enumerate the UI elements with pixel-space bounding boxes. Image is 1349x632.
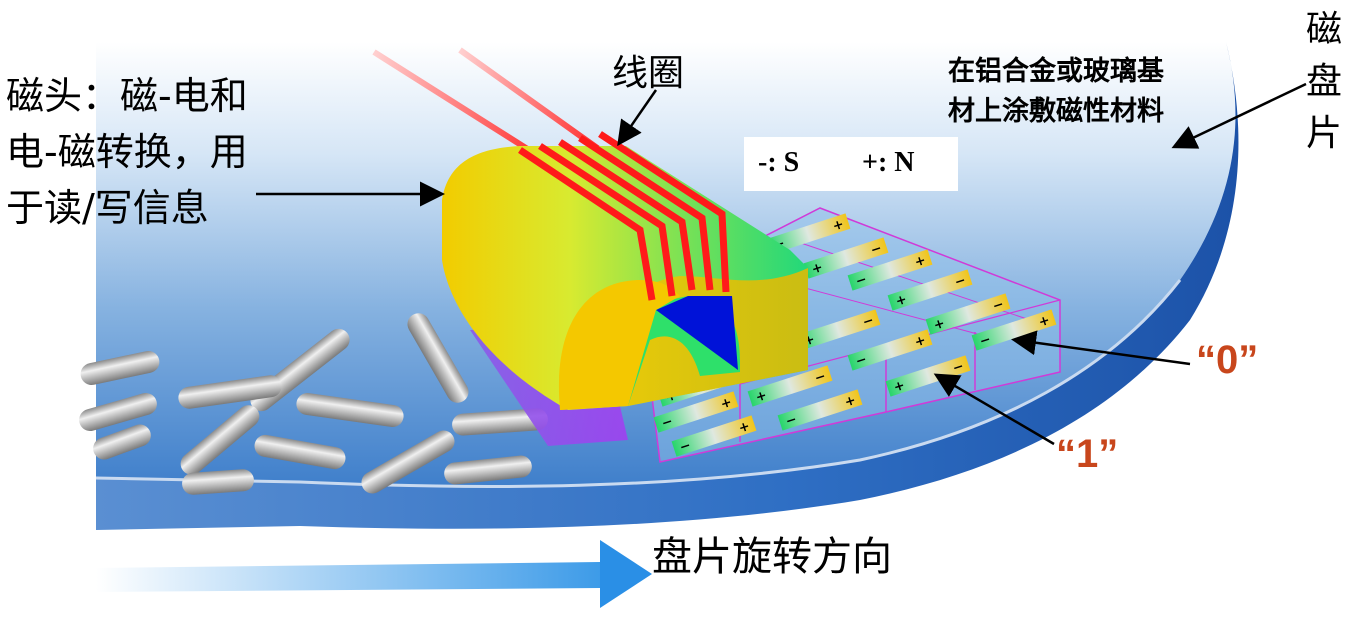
arrow-icon xyxy=(933,373,1055,446)
bit-zero-label: “0” xyxy=(1196,338,1259,382)
coating-label: 在铝合金或玻璃基 材上涂敷磁性材料 xyxy=(948,52,1164,132)
svg-text:+: + xyxy=(831,217,846,235)
head-label-line: 电-磁转换，用 xyxy=(6,130,248,174)
svg-text:−: − xyxy=(953,273,968,291)
svg-text:−: − xyxy=(813,369,828,387)
svg-text:+: + xyxy=(892,378,907,396)
svg-text:−: − xyxy=(869,241,884,259)
svg-text:−: − xyxy=(678,438,693,456)
coil-windings xyxy=(518,131,730,301)
rotation-label: 盘片旋转方向 xyxy=(652,534,892,580)
svg-text:+: + xyxy=(894,292,909,310)
legend-south: -: S xyxy=(758,147,800,178)
legend-north: +: N xyxy=(862,147,915,178)
svg-text:−: − xyxy=(951,359,966,377)
head-label-line: 于读/写信息 xyxy=(6,186,209,230)
svg-text:−: − xyxy=(861,313,876,331)
svg-text:+: + xyxy=(932,316,947,334)
head-label-line: 磁头：磁-电和 xyxy=(6,74,248,118)
svg-text:−: − xyxy=(991,297,1006,315)
svg-text:−: − xyxy=(784,412,799,430)
svg-text:−: − xyxy=(978,332,993,350)
svg-text:+: + xyxy=(719,395,734,413)
svg-text:+: + xyxy=(754,388,769,406)
magnetic-particles xyxy=(79,313,548,495)
svg-text:−: − xyxy=(854,352,869,370)
rotation-arrow-icon xyxy=(96,540,652,608)
svg-text:−: − xyxy=(660,414,675,432)
platter-label: 磁 盘 片 xyxy=(1306,4,1342,160)
svg-text:−: − xyxy=(854,272,869,290)
svg-text:+: + xyxy=(843,393,858,411)
platter-label-line: 磁 xyxy=(1306,9,1343,50)
coil-leads xyxy=(372,47,602,165)
coating-label-line: 在铝合金或玻璃基 xyxy=(948,56,1164,87)
svg-text:+: + xyxy=(810,260,825,278)
platter-label-line: 盘 xyxy=(1306,61,1343,102)
bit-one-label: “1” xyxy=(1056,432,1119,476)
platter-label-line: 片 xyxy=(1306,113,1343,154)
arrow-icon xyxy=(617,89,658,147)
coil-label: 线圈 xyxy=(612,53,685,94)
pointer-arrows xyxy=(256,82,1307,446)
svg-text:+: + xyxy=(913,333,928,351)
polarity-legend: -: S +: N xyxy=(744,137,958,191)
svg-text:+: + xyxy=(737,419,752,437)
arrow-icon xyxy=(1011,330,1191,366)
svg-text:+: + xyxy=(1037,313,1052,331)
coating-label-line: 材上涂敷磁性材料 xyxy=(948,96,1164,127)
head-label: 磁头：磁-电和 电-磁转换，用 于读/写信息 xyxy=(6,68,248,236)
svg-text:+: + xyxy=(913,253,928,271)
arrow-icon xyxy=(1171,82,1307,149)
